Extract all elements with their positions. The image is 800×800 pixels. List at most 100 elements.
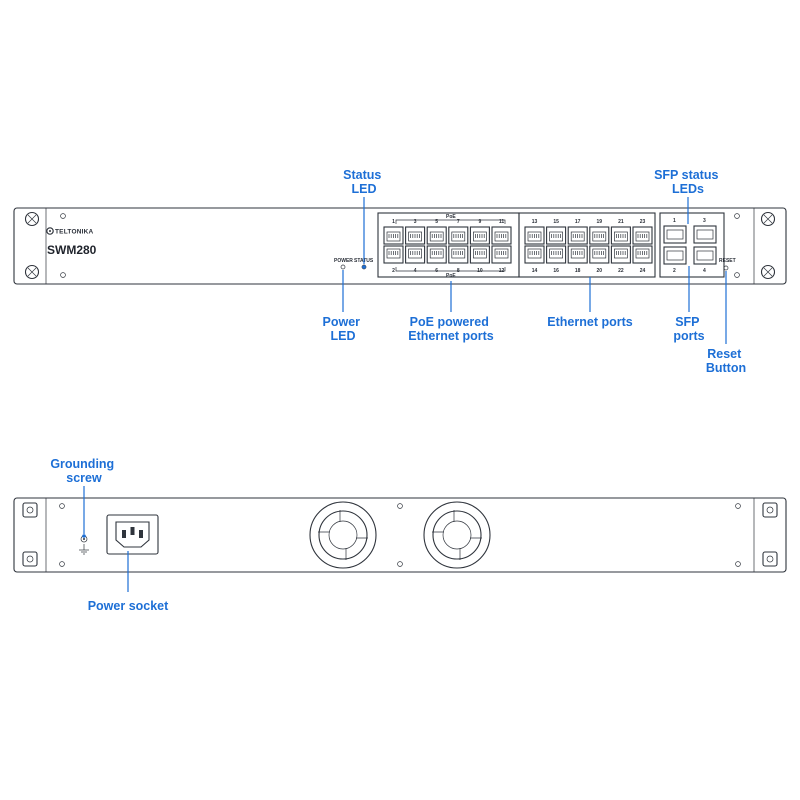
- rj45-port: [524, 226, 545, 245]
- port-number: 21: [618, 219, 624, 225]
- rj45-port-jack: [386, 231, 401, 242]
- rj45-port: [610, 226, 631, 245]
- rj45-port-jack: [614, 248, 628, 259]
- grounding-screw-callout: Grounding screw: [50, 457, 117, 485]
- rj45-port-jack: [473, 248, 487, 259]
- sfp-status-leds-callout: SFP status LEDs: [654, 168, 722, 196]
- ethernet-ports-callout: Ethernet ports: [547, 315, 632, 329]
- rj45-port: [448, 245, 469, 264]
- rj45-port-jack: [527, 248, 542, 259]
- power-socket-icon: [106, 514, 159, 555]
- front-panel: TELTONIKA SWM280 POWER STATUS PoE PoE 12…: [13, 207, 787, 285]
- rj45-port: [405, 226, 426, 245]
- sfp-port-block: [659, 212, 725, 278]
- rj45-port: [491, 245, 512, 264]
- rj45-port: [567, 226, 588, 245]
- rj45-port-jack: [635, 248, 650, 259]
- port-number: 13: [532, 219, 538, 225]
- rj45-port: [405, 245, 426, 264]
- port-number: 22: [618, 268, 624, 274]
- sfp-port-1-number: 1: [673, 218, 676, 224]
- rj45-port: [426, 226, 447, 245]
- port-number: 12: [499, 268, 505, 274]
- rack-mount-screw-icon: [24, 211, 776, 280]
- reset-button[interactable]: [723, 265, 729, 271]
- rj45-port-jack: [592, 248, 607, 259]
- fan-grille-icon: [309, 501, 377, 569]
- rj45-port-jack: [408, 231, 422, 242]
- front-callouts: Status LED SFP status LEDs Power LED PoE…: [323, 168, 747, 375]
- power-led-callout: Power LED: [323, 315, 364, 343]
- rj45-port-jack: [386, 248, 401, 259]
- rj45-port-jack: [549, 248, 563, 259]
- poe-bracket-label-bottom: PoE: [446, 273, 456, 279]
- rj45-port: [469, 245, 490, 264]
- rj45-port-jack: [473, 231, 487, 242]
- port-number: 17: [575, 219, 581, 225]
- port-number: 9: [479, 219, 482, 225]
- sfp-port-2-number: 2: [673, 268, 676, 274]
- port-number: 20: [597, 268, 603, 274]
- port-number: 1: [392, 219, 395, 225]
- rj45-port-jack: [549, 231, 563, 242]
- rj45-port-jack: [635, 231, 650, 242]
- sfp-port-3-number: 3: [703, 218, 706, 224]
- status-led-callout: Status LED: [343, 168, 385, 196]
- ethernet-port-block: [518, 212, 656, 278]
- rear-callouts: Grounding screw Power socket: [50, 457, 169, 613]
- port-number: 23: [640, 219, 646, 225]
- port-number: 16: [553, 268, 559, 274]
- grounding-screw-icon: [79, 535, 89, 555]
- status-led: [361, 264, 367, 270]
- rack-ear-hole-icon: [22, 502, 778, 567]
- port-number: 24: [640, 268, 646, 274]
- port-number: 8: [457, 268, 460, 274]
- power-led: [340, 264, 346, 270]
- port-number: 5: [435, 219, 438, 225]
- power-led-label: POWER: [334, 258, 353, 264]
- rj45-port: [491, 226, 512, 245]
- rj45-port-jack: [570, 231, 585, 242]
- rj45-port: [383, 226, 404, 245]
- port-number: 18: [575, 268, 581, 274]
- rj45-port: [632, 245, 653, 264]
- rj45-port-jack: [429, 248, 444, 259]
- rj45-port-jack: [451, 231, 466, 242]
- rj45-port: [426, 245, 447, 264]
- port-number: 19: [597, 219, 603, 225]
- rj45-port: [469, 226, 490, 245]
- rj45-port-jack: [451, 248, 466, 259]
- port-number: 4: [414, 268, 417, 274]
- rj45-port: [383, 245, 404, 264]
- model-name: SWM280: [47, 243, 97, 257]
- sfp-port-4-number: 4: [703, 268, 706, 274]
- rj45-port: [524, 245, 545, 264]
- fan-grille-icon: [423, 501, 491, 569]
- rj45-port: [546, 245, 567, 264]
- rear-panel: [13, 497, 787, 573]
- port-number: 10: [477, 268, 483, 274]
- rj45-port-jack: [614, 231, 628, 242]
- rj45-port: [567, 245, 588, 264]
- rj45-port: [610, 245, 631, 264]
- reset-label: RESET: [719, 258, 736, 264]
- rj45-port-jack: [592, 231, 607, 242]
- port-number: 11: [499, 219, 505, 225]
- port-number: 15: [553, 219, 559, 225]
- rj45-port-jack: [494, 231, 509, 242]
- rj45-port-jack: [408, 248, 422, 259]
- power-socket-callout: Power socket: [88, 599, 169, 613]
- poe-bracket-label-top: PoE: [446, 214, 456, 220]
- port-number: 3: [414, 219, 417, 225]
- rj45-port-jack: [494, 248, 509, 259]
- port-number: 7: [457, 219, 460, 225]
- rj45-port-jack: [527, 231, 542, 242]
- port-number: 2: [392, 268, 395, 274]
- port-number: 14: [532, 268, 538, 274]
- mounting-screw-icon: [59, 503, 741, 567]
- rj45-port: [589, 226, 610, 245]
- mounting-screw-icon: [60, 213, 740, 278]
- poe-ports-callout: PoE powered Ethernet ports: [408, 315, 493, 343]
